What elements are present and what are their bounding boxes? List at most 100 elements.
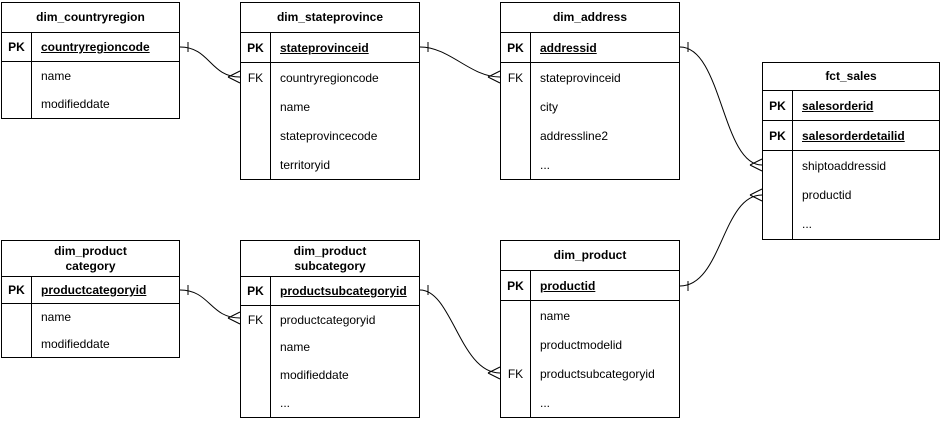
edge-path [679,194,763,287]
key-cell [501,330,531,359]
column-name: name [540,308,571,323]
fk-row: FK stateprovinceid [501,63,679,92]
key-cell [501,92,531,121]
attribute-row: stateprovincecode [241,121,419,150]
table-title-text: dim_stateprovince [276,10,384,24]
key-cell [2,330,32,357]
table-title: dim_product category [2,241,179,277]
key-cell [763,180,793,210]
attribute-row: shiptoaddressid [763,151,939,181]
pk-badge: PK [763,121,793,151]
key-cell [241,333,271,362]
fk-badge: FK [501,359,531,388]
pk-badge: PK [2,33,32,61]
pk-row: PK salesorderdetailid [763,121,939,152]
table-title-text: subcategory [294,258,366,273]
key-cell [763,209,793,240]
column-name: modifieddate [280,368,349,383]
table-title: dim_stateprovince [241,3,419,33]
table-title-text: dim_product [553,248,627,262]
attribute-row: modifieddate [2,330,179,357]
fk-row: FK productcategoryid [241,305,419,334]
pk-row: PK productid [501,271,679,301]
column-name: stateprovinceid [540,70,621,85]
edge-dim_stateprovince-dim_address[interactable] [419,42,501,84]
table-dim_productcategory[interactable]: dim_product category PK productcategoryi… [1,240,180,358]
crow-foot-many-icon [749,188,763,202]
table-title-text: dim_product [54,243,127,258]
column-name: productcategoryid [41,283,147,298]
edge-dim_product-fct_sales[interactable] [679,188,763,291]
column-name: addressline2 [540,128,609,143]
column-name: productsubcategoryid [540,366,655,381]
attribute-row: modifieddate [241,361,419,390]
column-name: productid [540,278,596,293]
pk-row: PK addressid [501,33,679,63]
column-name: name [280,340,311,355]
edge-path [419,46,501,78]
column-name: modifieddate [41,336,110,351]
key-cell [241,92,271,121]
edge-dim_productcategory-dim_productsubcategory[interactable] [179,285,241,325]
edge-dim_address-fct_sales[interactable] [679,42,763,172]
table-title-text: dim_address [552,10,628,24]
column-name: territoryid [280,157,331,172]
table-dim_countryregion[interactable]: dim_countryregion PK countryregioncode n… [1,2,180,119]
pk-row: PK countryregioncode [2,33,179,62]
table-dim_address[interactable]: dim_address PK addressid FK stateprovinc… [500,2,680,180]
column-name: productcategoryid [280,312,376,327]
attribute-row: productid [763,180,939,210]
attribute-row: ... [763,209,939,240]
column-name: name [41,310,72,325]
column-name: ... [802,217,813,232]
table-fct_sales[interactable]: fct_sales PK salesorderid PK salesorderd… [762,62,940,240]
crow-foot-many-icon [227,311,241,325]
column-name: salesorderid [802,98,874,113]
crow-foot-many-icon [227,70,241,84]
attribute-row: ... [501,150,679,179]
column-name: modifieddate [41,97,110,111]
column-name: shiptoaddressid [802,159,887,173]
attribute-row: name [2,304,179,331]
pk-row: PK productcategoryid [2,277,179,305]
column-name: productid [802,188,852,203]
edge-path [179,289,241,319]
table-title-text: fct_sales [825,69,877,83]
key-cell [2,62,32,90]
attribute-row: productmodelid [501,330,679,359]
column-name: productmodelid [540,337,623,352]
table-title-text: dim_product [293,243,367,258]
table-title-text: dim_countryregion [36,10,145,24]
table-title: dim_product subcategory [241,241,419,277]
table-dim_productsubcategory[interactable]: dim_product subcategory PK productsubcat… [240,240,420,418]
pk-badge: PK [2,277,32,304]
column-name: stateprovincecode [280,128,378,143]
column-name: countryregioncode [41,40,150,54]
attribute-row: name [501,301,679,330]
edge-path [679,46,763,166]
edge-dim_countryregion-dim_stateprovince[interactable] [179,42,241,84]
table-dim_stateprovince[interactable]: dim_stateprovince PK stateprovinceid FK … [240,2,420,180]
attribute-row: name [241,92,419,121]
column-name: addressid [540,40,597,55]
key-cell [501,388,531,417]
attribute-row: ... [241,389,419,417]
key-cell [2,90,32,118]
pk-badge: PK [241,33,271,62]
pk-row: PK salesorderid [763,91,939,122]
crow-foot-many-icon [487,70,501,84]
column-name: stateprovinceid [280,40,369,55]
table-title: dim_address [501,3,679,33]
key-cell [501,121,531,150]
column-name: ... [540,157,551,172]
table-dim_product[interactable]: dim_product PK productid name productmod… [500,240,680,418]
column-name: ... [540,395,551,410]
column-name: countryregioncode [280,70,379,85]
pk-badge: PK [241,277,271,305]
column-name: productsubcategoryid [280,283,407,298]
key-cell [763,151,793,181]
attribute-row: name [2,62,179,90]
edge-dim_productsubcategory-dim_product[interactable] [419,285,501,380]
table-title: dim_product [501,241,679,271]
